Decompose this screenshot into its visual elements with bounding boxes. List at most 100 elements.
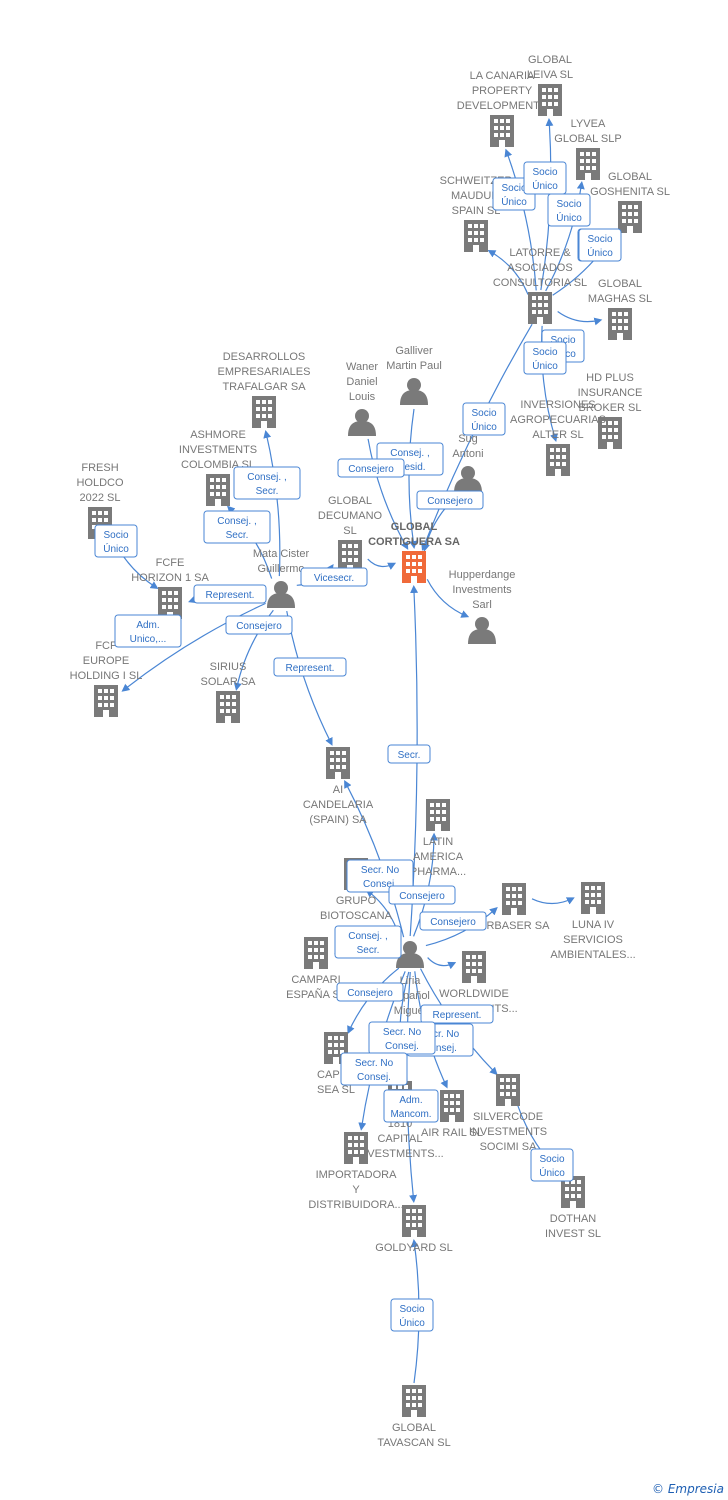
node-importadora[interactable]: IMPORTADORAYDISTRIBUIDORA... [308,1132,404,1211]
edge-label-text: Consej. [423,1043,457,1054]
building-icon [402,551,426,583]
building-icon [440,1090,464,1122]
edge-label-text: Represent. [286,663,335,674]
brand-name[interactable]: Empresia [667,1482,724,1496]
node-luna_iv[interactable]: LUNA IVSERVICIOSAMBIENTALES... [550,882,636,961]
node-label: Guillermo [257,563,304,575]
edge-label[interactable]: Represent. [420,1004,494,1024]
node-label: FCFE [156,557,185,569]
edge-global_decumano-to-global_cortiguera [367,558,397,570]
node-label: DEVELOPMENTS [457,100,547,112]
node-capital_1810[interactable]: 1810CAPITALINVESTMENTS... [356,1081,444,1160]
node-label: HD PLUS [586,372,634,384]
edge-label-text: Único [532,179,558,192]
edge-labels-layer: SocioÚnicoSocioÚnicoSocioÚnicoSocioÚnico… [94,161,622,1332]
edge-label[interactable]: Represent. [193,584,267,604]
node-label: Mata Cister [253,548,310,560]
node-label: INVESTMENTS [469,1126,547,1138]
node-label: Miguel [394,1005,426,1017]
edge-label-text: Adm. [399,1095,422,1106]
node-label: Galliver [395,345,433,357]
edge-label-text: Presid. [394,462,425,473]
edge-label[interactable]: Represent. [273,657,347,677]
node-label: Antoni [452,448,483,460]
node-air_rail[interactable]: AIR RAIL SL [421,1090,483,1139]
edge-label[interactable]: Consejero [388,885,456,905]
node-label: LUNA IV [572,919,615,931]
node-label: SEA SL [317,1084,355,1096]
edge-label-text: Único [532,359,558,372]
node-urbaser[interactable]: URBASER SA [479,883,551,932]
edge-waner-to-global_cortiguera [367,438,409,550]
edge-label-text: Represent. [206,590,255,601]
node-label: GLOBAL [528,54,572,66]
node-label: CAPITAL [377,1133,422,1145]
edge-label[interactable]: Adm.Mancom. [383,1089,439,1123]
edge-label-text: Socio [501,183,526,194]
edge-label[interactable]: Secr. [387,744,431,764]
node-latin_america[interactable]: LATINAMERICAPHARMA... [410,799,466,878]
node-label: DOTHAN [550,1213,597,1225]
edge-label[interactable]: Adm.Unico,... [114,614,182,648]
edge-label[interactable]: Vicesecr. [300,567,368,587]
node-label: URBASER SA [479,920,551,932]
building-icon [490,115,514,147]
edge-label[interactable]: Consejero [416,490,484,510]
edge-label[interactable]: Consej. ,Secr. [233,466,301,500]
edge-label[interactable]: Consej. ,Secr. [203,510,271,544]
node-goldyard[interactable]: GOLDYARD SL [375,1205,453,1254]
edge-label-text: Consej. [363,879,397,890]
edge-label[interactable]: Consejero [225,615,293,635]
edge-label[interactable]: Consej. ,Secr. [334,925,402,959]
edge-label-box [94,524,138,558]
edge-label-text: Socio [556,199,581,210]
node-label: GLOBAL SLP [554,133,621,145]
edge-label-box [416,490,484,510]
edge-label[interactable]: Consejero [337,458,405,478]
node-label: FCF [95,640,117,652]
edge-label[interactable]: Consejero [419,911,487,931]
edge-label[interactable]: Consejero [336,982,404,1002]
node-label: TRAFALGAR SA [222,381,306,393]
edge-label-text: Socio [399,1304,424,1315]
node-label: Liria [400,975,422,987]
node-label: Sarl [472,599,492,611]
